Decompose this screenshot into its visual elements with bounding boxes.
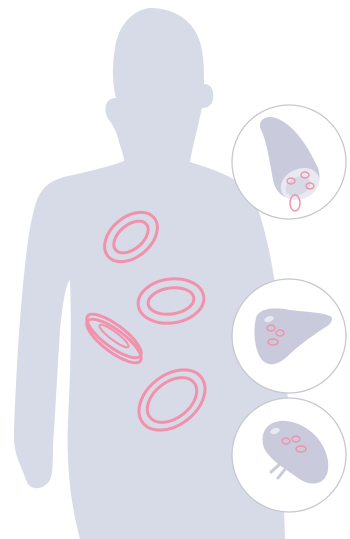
liver-callout bbox=[232, 279, 346, 393]
spleen-callout bbox=[232, 398, 346, 512]
blood-vessel-callout bbox=[232, 105, 346, 219]
